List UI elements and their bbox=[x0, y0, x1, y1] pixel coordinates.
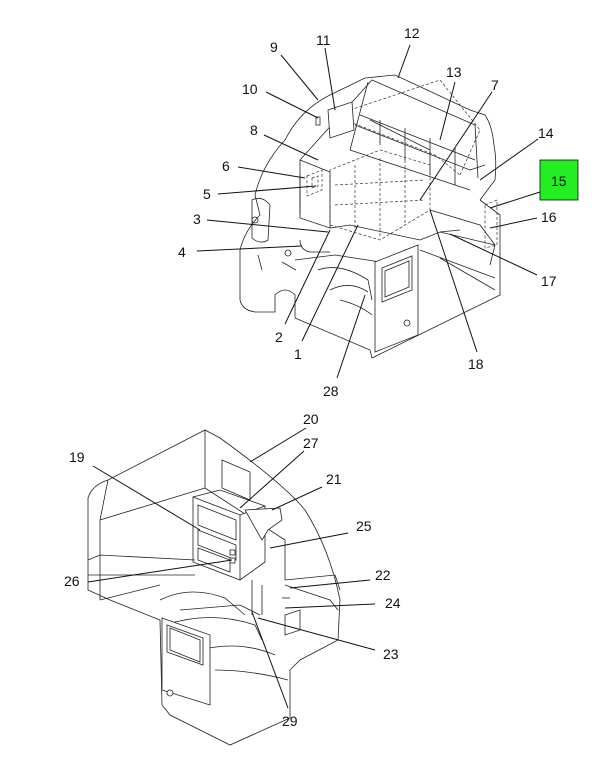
callout-4[interactable]: 4 bbox=[178, 244, 186, 260]
bottom-leader-lines bbox=[87, 427, 376, 709]
callout-5[interactable]: 5 bbox=[203, 186, 211, 202]
callout-29[interactable]: 29 bbox=[282, 713, 298, 729]
callout-27[interactable]: 27 bbox=[303, 435, 319, 451]
callout-9[interactable]: 9 bbox=[270, 39, 278, 55]
callout-13[interactable]: 13 bbox=[446, 64, 462, 80]
callout-10[interactable]: 10 bbox=[242, 81, 258, 97]
bottom-cab-illustration bbox=[87, 429, 341, 746]
callout-7[interactable]: 7 bbox=[491, 77, 499, 93]
callout-24[interactable]: 24 bbox=[385, 595, 401, 611]
callout-21[interactable]: 21 bbox=[326, 471, 342, 487]
callout-26[interactable]: 26 bbox=[64, 573, 80, 589]
top-cab-illustration bbox=[239, 74, 501, 359]
callout-14[interactable]: 14 bbox=[538, 125, 554, 141]
callout-19[interactable]: 19 bbox=[69, 449, 85, 465]
callout-17[interactable]: 17 bbox=[541, 273, 557, 289]
callout-15-highlight[interactable] bbox=[539, 159, 579, 201]
callout-3[interactable]: 3 bbox=[193, 211, 201, 227]
callout-labels: 9 10 11 12 13 7 8 14 6 5 15 3 16 4 17 2 … bbox=[64, 25, 579, 729]
callout-6[interactable]: 6 bbox=[222, 158, 230, 174]
callout-15[interactable]: 15 bbox=[551, 173, 567, 189]
callout-11[interactable]: 11 bbox=[316, 32, 331, 48]
callout-23[interactable]: 23 bbox=[383, 646, 399, 662]
callout-28[interactable]: 28 bbox=[323, 383, 339, 399]
callout-25[interactable]: 25 bbox=[356, 518, 372, 534]
callout-22[interactable]: 22 bbox=[375, 567, 391, 583]
callout-18[interactable]: 18 bbox=[468, 356, 484, 372]
callout-16[interactable]: 16 bbox=[541, 209, 557, 225]
callout-20[interactable]: 20 bbox=[303, 411, 319, 427]
top-leader-lines bbox=[196, 44, 541, 379]
callout-2[interactable]: 2 bbox=[275, 329, 283, 345]
callout-1[interactable]: 1 bbox=[294, 346, 302, 362]
callout-12[interactable]: 12 bbox=[404, 25, 420, 41]
callout-8[interactable]: 8 bbox=[250, 122, 258, 138]
